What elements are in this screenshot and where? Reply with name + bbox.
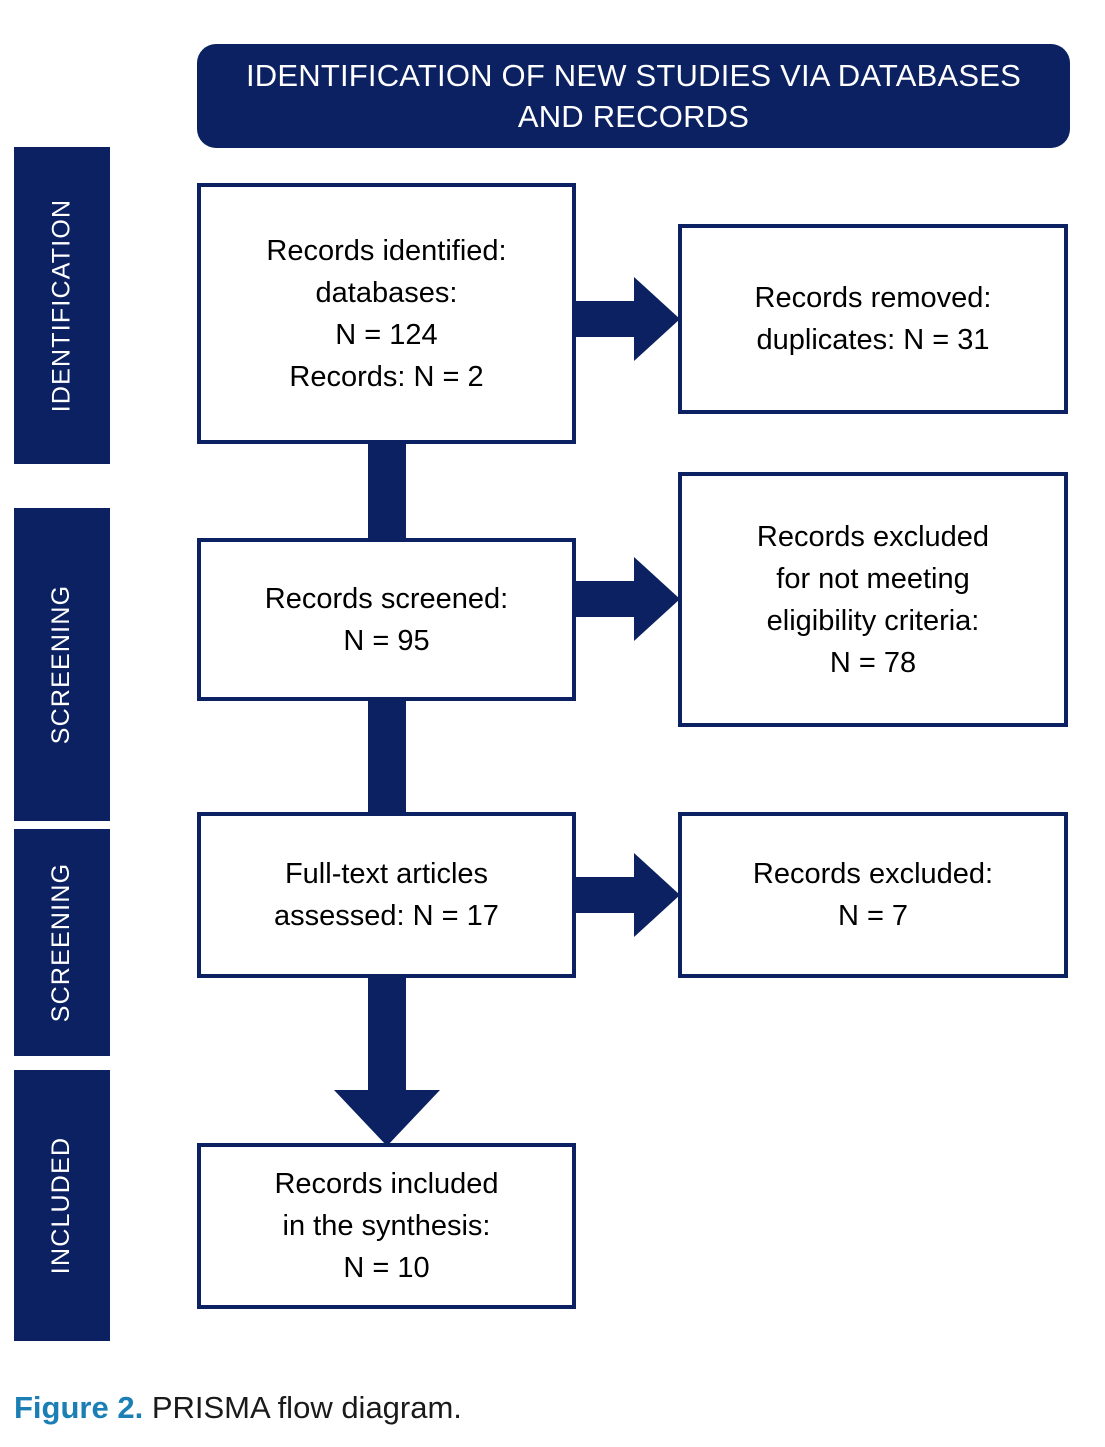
box-records-included-text: Records included in the synthesis: N = 1…: [274, 1168, 499, 1284]
box-records-excluded: Records excluded: N = 7: [678, 812, 1068, 978]
stage-bar-identification: IDENTIFICATION: [14, 147, 110, 464]
box-records-identified: Records identified: databases: N = 124 R…: [197, 183, 576, 444]
stage-label-screening-1: SCREENING: [47, 584, 76, 745]
arrow-fulltext-to-excluded: [558, 853, 680, 937]
arrow-identified-to-removed: [558, 277, 680, 361]
stage-label-identification: IDENTIFICATION: [47, 198, 76, 413]
box-records-screened-text: Records screened: N = 95: [264, 582, 509, 657]
connector-identified-to-screened: [368, 440, 406, 542]
figure-caption-text: PRISMA flow diagram.: [143, 1390, 462, 1425]
figure-caption-label: Figure 2.: [14, 1390, 144, 1425]
box-records-identified-text: Records identified: databases: N = 124 R…: [266, 234, 507, 393]
box-records-excluded-eligibility: Records excluded for not meeting eligibi…: [678, 472, 1068, 727]
box-fulltext-assessed: Full-text articles assessed: N = 17: [197, 812, 576, 978]
stage-bar-screening-2: SCREENING: [14, 829, 110, 1056]
box-records-excluded-eligibility-text: Records excluded for not meeting eligibi…: [756, 520, 990, 679]
stage-bar-included: INCLUDED: [14, 1070, 110, 1341]
arrow-fulltext-to-included: [334, 974, 440, 1146]
stage-label-screening-2: SCREENING: [47, 862, 76, 1023]
box-records-screened: Records screened: N = 95: [197, 538, 576, 701]
figure-caption: Figure 2. PRISMA flow diagram.: [14, 1387, 1074, 1429]
box-records-excluded-text: Records excluded: N = 7: [752, 858, 994, 932]
box-fulltext-assessed-text: Full-text articles assessed: N = 17: [274, 858, 499, 932]
connector-screened-to-fulltext: [368, 697, 406, 816]
stage-bar-screening-1: SCREENING: [14, 508, 110, 821]
box-records-removed: Records removed: duplicates: N = 31: [678, 224, 1068, 414]
diagram-header-title: IDENTIFICATION OF NEW STUDIES VIA DATABA…: [245, 58, 1022, 134]
box-records-removed-text: Records removed: duplicates: N = 31: [754, 282, 992, 356]
arrow-screened-to-excluded-eligibility: [558, 557, 680, 641]
box-records-included: Records included in the synthesis: N = 1…: [197, 1143, 576, 1309]
diagram-header-banner: IDENTIFICATION OF NEW STUDIES VIA DATABA…: [197, 44, 1070, 148]
stage-label-included: INCLUDED: [47, 1136, 76, 1275]
